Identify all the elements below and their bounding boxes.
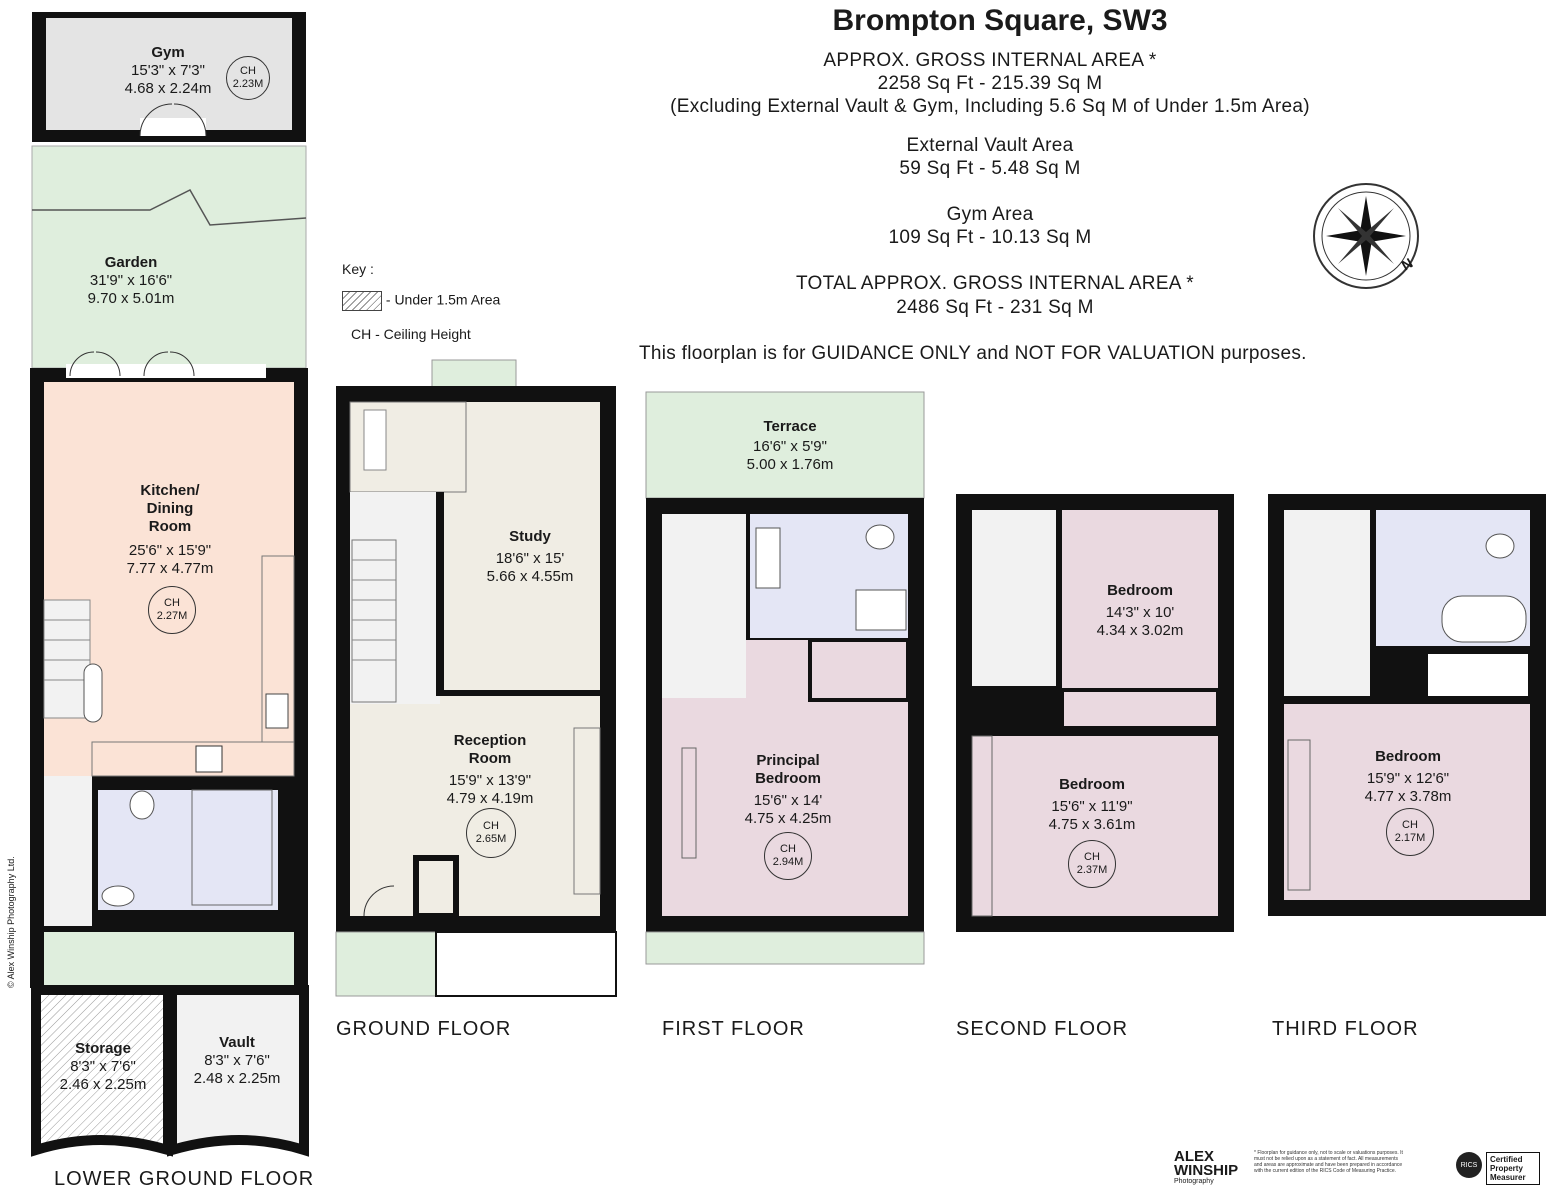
room-gym: Gym 15'3" x 7'3" 4.68 x 2.24m: [118, 44, 218, 98]
first-floor-plan: [645, 391, 925, 965]
room-bed2a-metric: 4.34 x 3.02m: [1096, 622, 1184, 639]
room-reception: Reception Room 15'9" x 13'9" 4.79 x 4.19…: [430, 732, 550, 808]
key-title: Key :: [342, 261, 374, 277]
key-under-label: - Under 1.5m Area: [385, 291, 501, 308]
room-study-metric: 5.66 x 4.55m: [486, 568, 574, 585]
room-kitchen: Kitchen/ Dining Room 25'6" x 15'9" 7.77 …: [110, 482, 230, 578]
room-bed2a-imperial: 14'3" x 10': [1105, 604, 1175, 621]
room-bedroom-second-rear: Bedroom 14'3" x 10' 4.34 x 3.02m: [1080, 582, 1200, 640]
room-storage-metric: 2.46 x 2.25m: [59, 1076, 147, 1093]
room-reception-name-2: Room: [468, 750, 512, 767]
room-bedroom-second-front: Bedroom 15'6" x 11'9" 4.75 x 3.61m: [1032, 776, 1152, 834]
room-vault-metric: 2.48 x 2.25m: [193, 1070, 281, 1087]
hatch-swatch: [342, 291, 382, 311]
room-terrace-metric: 5.00 x 1.76m: [746, 456, 834, 473]
alex-winship-logo: ALEX WINSHIP Photography: [1174, 1148, 1239, 1185]
room-bedroom-third: Bedroom 15'9" x 12'6" 4.77 x 3.78m: [1348, 748, 1468, 806]
vault-area-label: External Vault Area: [906, 135, 1074, 156]
room-garden-name: Garden: [104, 254, 158, 271]
room-reception-name-1: Reception: [453, 732, 527, 749]
floor-label-second: SECOND FLOOR: [956, 1018, 1129, 1040]
room-bed2a-name: Bedroom: [1107, 582, 1173, 599]
room-principal-imperial: 15'6" x 14': [753, 792, 823, 809]
room-gym-name: Gym: [151, 44, 185, 61]
total-area-value: 2486 Sq Ft - 231 Sq M: [896, 297, 1094, 318]
room-kitchen-imperial: 25'6" x 15'9": [128, 542, 212, 559]
key-ceiling-height: CH - Ceiling Height: [351, 326, 471, 342]
logo-line-2: WINSHIP: [1174, 1162, 1239, 1179]
floor-label-lower-ground: LOWER GROUND FLOOR: [54, 1168, 315, 1190]
room-vault-name: Vault: [219, 1034, 255, 1051]
gym-area-value: 109 Sq Ft - 10.13 Sq M: [888, 227, 1092, 248]
room-kitchen-name-2: Dining: [146, 500, 194, 517]
fine-print: * Floorplan for guidance only, not to sc…: [1254, 1150, 1403, 1174]
room-bed3-name: Bedroom: [1375, 748, 1441, 765]
room-vault-imperial: 8'3" x 7'6": [204, 1052, 270, 1069]
room-bed2b-metric: 4.75 x 3.61m: [1048, 816, 1136, 833]
total-area-label: TOTAL APPROX. GROSS INTERNAL AREA *: [795, 273, 1194, 294]
room-kitchen-metric: 7.77 x 4.77m: [126, 560, 214, 577]
floor-label-first: FIRST FLOOR: [662, 1018, 805, 1040]
room-kitchen-name-1: Kitchen/: [140, 482, 200, 499]
room-storage-imperial: 8'3" x 7'6": [70, 1058, 136, 1075]
room-bed3-imperial: 15'9" x 12'6": [1366, 770, 1450, 787]
room-bed3-metric: 4.77 x 3.78m: [1364, 788, 1452, 805]
room-gym-metric: 4.68 x 2.24m: [124, 80, 212, 97]
floor-label-third: THIRD FLOOR: [1272, 1018, 1419, 1040]
disclaimer: This floorplan is for GUIDANCE ONLY and …: [639, 343, 1307, 364]
room-principal-metric: 4.75 x 4.25m: [744, 810, 832, 827]
room-garden-metric: 9.70 x 5.01m: [87, 290, 175, 307]
ground-floor-plan: [335, 359, 617, 997]
room-study-imperial: 18'6" x 15': [495, 550, 565, 567]
room-terrace: Terrace 16'6" x 5'9" 5.00 x 1.76m: [730, 418, 850, 474]
gym-area-label: Gym Area: [946, 204, 1034, 225]
key-under-area: - Under 1.5m Area: [342, 291, 500, 311]
room-bed2b-imperial: 15'6" x 11'9": [1051, 798, 1133, 815]
lower-ground-floor-plan: [30, 12, 309, 1157]
page-title: Brompton Square, SW3: [832, 4, 1168, 37]
room-storage-name: Storage: [75, 1040, 131, 1057]
room-terrace-imperial: 16'6" x 5'9": [753, 438, 827, 455]
room-vault: Vault 8'3" x 7'6" 2.48 x 2.25m: [182, 1034, 292, 1088]
certified-badge: Certified Property Measurer: [1486, 1152, 1540, 1185]
room-terrace-name: Terrace: [763, 418, 817, 435]
room-garden: Garden 31'9" x 16'6" 9.70 x 5.01m: [76, 254, 186, 308]
room-principal-name-1: Principal: [756, 752, 820, 769]
room-bed2b-name: Bedroom: [1059, 776, 1125, 793]
compass-rose: [1313, 183, 1419, 289]
room-reception-metric: 4.79 x 4.19m: [446, 790, 534, 807]
vault-area-value: 59 Sq Ft - 5.48 Sq M: [899, 158, 1081, 179]
gia-note: (Excluding External Vault & Gym, Includi…: [670, 96, 1310, 117]
room-principal-name-2: Bedroom: [755, 770, 821, 787]
room-kitchen-name-3: Room: [148, 518, 192, 535]
room-gym-imperial: 15'3" x 7'3": [131, 62, 205, 79]
gia-label: APPROX. GROSS INTERNAL AREA *: [823, 50, 1157, 71]
logo-line-3: Photography: [1174, 1178, 1214, 1185]
room-storage: Storage 8'3" x 7'6" 2.46 x 2.25m: [48, 1040, 158, 1094]
room-garden-imperial: 31'9" x 16'6": [89, 272, 173, 289]
gia-value: 2258 Sq Ft - 215.39 Sq M: [877, 73, 1103, 94]
copyright-vertical: © Alex Winship Photography Ltd.: [6, 856, 16, 988]
second-floor-plan: [956, 494, 1234, 932]
logo-line-1: ALEX: [1174, 1148, 1215, 1165]
room-reception-imperial: 15'9" x 13'9": [448, 772, 532, 789]
room-study-name: Study: [509, 528, 551, 545]
floor-label-ground: GROUND FLOOR: [336, 1018, 512, 1040]
room-study: Study 18'6" x 15' 5.66 x 4.55m: [470, 528, 590, 586]
rics-logo: RICS: [1456, 1152, 1482, 1178]
room-principal-bedroom: Principal Bedroom 15'6" x 14' 4.75 x 4.2…: [728, 752, 848, 828]
